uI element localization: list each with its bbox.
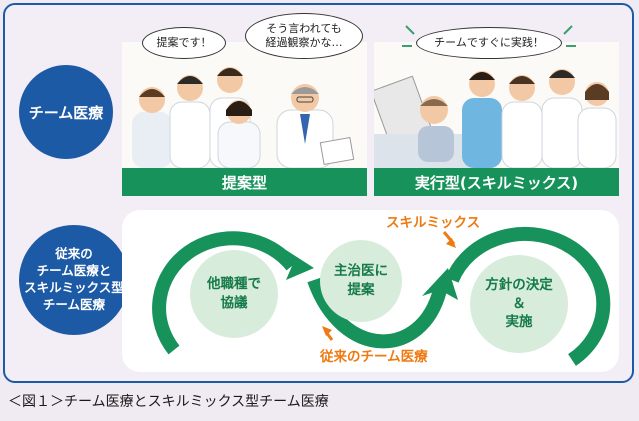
skill-mix-label: スキルミックス [386,215,481,231]
traditional-label-line: スキルミックス型 [24,280,124,295]
team-medicine-circle: チーム医療 [19,65,113,159]
practice-type-bar: 実行型(スキルミックス) [374,168,619,196]
proposal-type-label: 提案型 [221,173,267,192]
traditional-label-line: チーム医療 [42,296,106,312]
traditional-team-label: 従来のチーム医療 [320,349,428,365]
meeting-scene-illustration [122,42,367,168]
speech-text: 経過観察かな… [265,36,343,49]
node-text: 他職種で [207,276,261,293]
speech-bubble-proposal: 提案です！ [142,27,226,59]
node-text: 方針の決定 [485,276,553,293]
flow-node-discussion: 他職種で 協議 [190,250,278,338]
node-text: 主治医に [334,263,388,280]
node-text: 実施 [505,314,533,331]
node-text: ＆ [512,295,526,312]
proposal-type-bar: 提案型 [122,168,367,196]
traditional-label-line: 従来の [55,246,93,262]
flow-node-proposal: 主治医に 提案 [320,240,402,322]
practice-type-label: 実行型(スキルミックス) [414,173,579,192]
flow-arrows [152,226,611,366]
proposal-illustration [122,42,367,168]
speech-text: チームですぐに実践！ [434,35,544,49]
practice-scene-illustration [374,42,619,168]
emphasis-lines [402,25,576,47]
speech-text: そう言われても [266,21,342,35]
speech-bubble-practice: チームですぐに実践！ [416,27,562,59]
speech-text: 提案です！ [156,35,212,49]
traditional-label-line: チーム医療と [36,263,112,279]
team-medicine-label: チーム医療 [28,103,104,122]
flow-node-decision: 方針の決定 ＆ 実施 [470,255,568,353]
traditional-skillmix-circle: 従来の チーム医療と スキルミックス型 チーム医療 [19,225,129,335]
figure-caption: ＜図１＞チーム医療とスキルミックス型チーム医療 [8,394,329,410]
node-text: 協議 [220,295,248,311]
speech-bubble-observation: そう言われても 経過観察かな… [245,13,363,59]
node-text: 提案 [347,282,375,298]
practice-illustration [374,42,619,168]
